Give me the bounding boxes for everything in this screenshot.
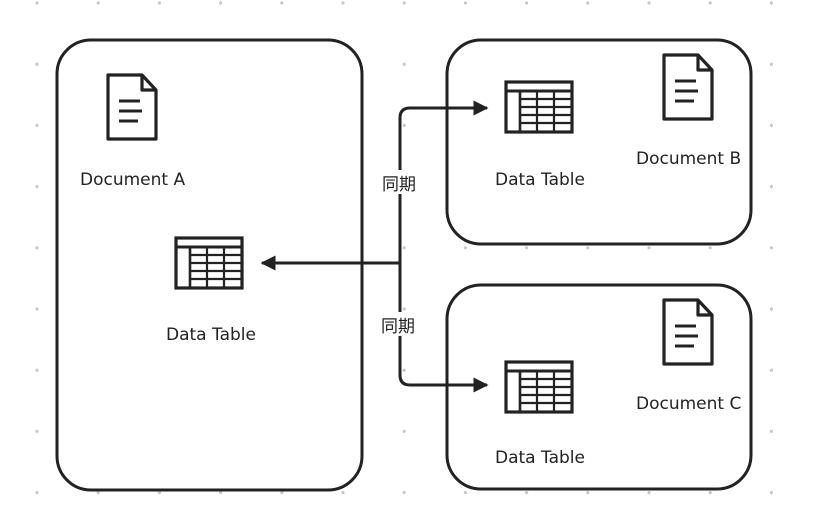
container-document-a[interactable]: Document A Data Table [55,38,364,492]
document-b-label: Document B [636,149,741,169]
sync-label-c: 同期 [381,317,415,337]
grid-dot [35,246,39,250]
grid-dot [586,491,590,495]
grid-dot [402,1,406,5]
container-document-b[interactable]: Document B Data Table [445,38,753,246]
connector-sync-to-b[interactable] [398,100,489,263]
grid-dot [35,123,39,127]
table-c-label: Data Table [495,448,585,468]
grid-dot [219,1,223,5]
container-document-c[interactable]: Document C Data Table [445,283,753,491]
grid-dot [35,307,39,311]
grid-dot [769,491,774,495]
sync-label-b: 同期 [382,175,416,195]
grid-dot [647,491,651,495]
grid-dot [35,62,39,66]
grid-dot [35,185,39,189]
grid-dot [402,307,406,311]
grid-dot [35,429,39,433]
grid-dot [341,491,345,495]
grid-dot [708,246,712,250]
grid-dot [769,62,774,66]
grid-dot [402,62,406,66]
grid-dot [280,491,284,495]
grid-dot [402,123,406,127]
grid-dot [402,429,406,433]
grid-dot [769,246,774,250]
grid-dot [402,368,406,372]
grid-dot [280,1,284,5]
grid-dot [769,368,774,372]
grid-dot [35,1,39,5]
grid-dot [525,1,529,5]
table-b-label: Data Table [495,170,585,190]
grid-dot [96,1,100,5]
table-a-label: Data Table [166,325,256,345]
grid-dot [708,491,712,495]
grid-dot [769,185,774,189]
grid-dot [463,491,467,495]
grid-dot [525,491,529,495]
grid-dot [35,368,39,372]
grid-dot [708,1,712,5]
grid-dot [769,1,774,5]
grid-dot [525,246,529,250]
grid-dot [35,491,39,495]
grid-dot [586,246,590,250]
sync-label-c-group: 同期 [380,312,422,337]
document-c-label: Document C [636,394,741,414]
grid-dot [769,429,774,433]
grid-dot [769,307,774,311]
document-a-label: Document A [80,170,185,190]
grid-dot [647,1,651,5]
grid-dot [586,1,590,5]
grid-dot [402,491,406,495]
sync-label-b-group: 同期 [380,170,422,195]
grid-dot [463,1,467,5]
grid-dot [402,246,406,250]
connector-sync-to-c[interactable] [398,263,489,393]
grid-dot [157,1,161,5]
grid-dot [769,123,774,127]
grid-dot [219,491,223,495]
grid-dot [157,491,161,495]
grid-dot [96,491,100,495]
grid-dot [647,246,651,250]
grid-dot [463,246,467,250]
grid-dot [341,1,345,5]
